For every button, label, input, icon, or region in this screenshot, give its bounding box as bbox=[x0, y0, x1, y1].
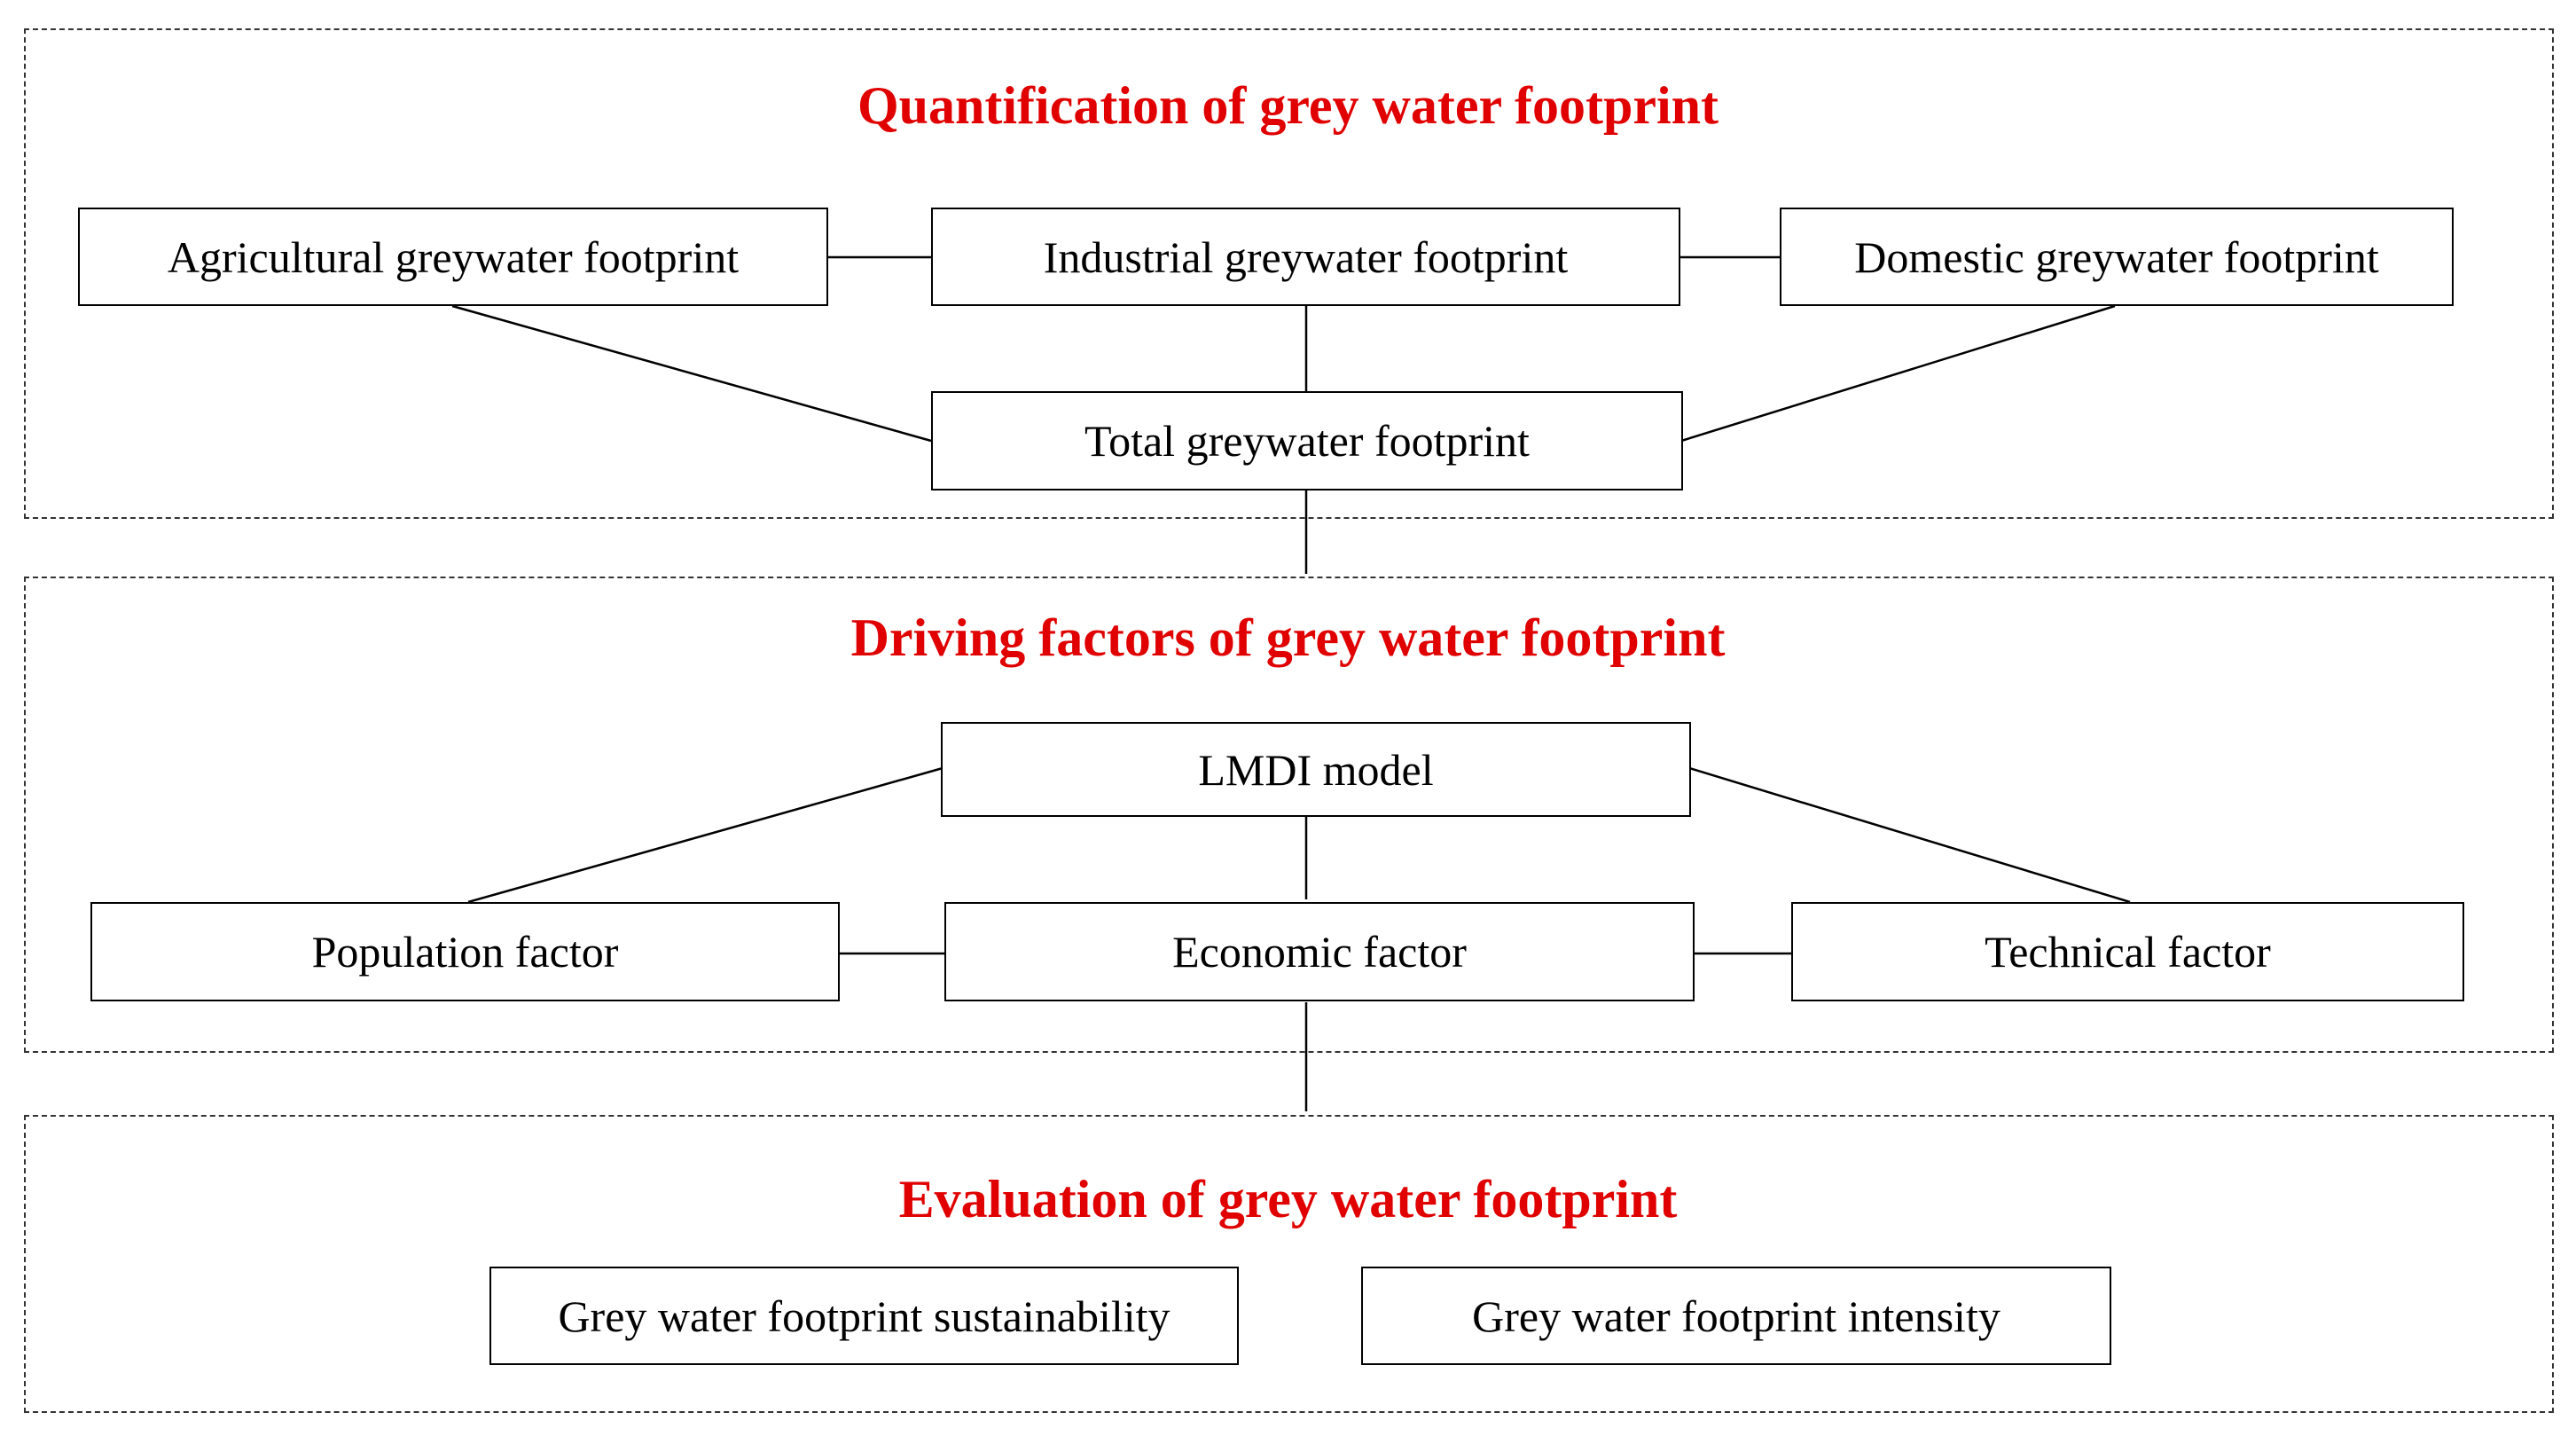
population-factor-box: Population factor bbox=[90, 902, 840, 1001]
driving-factors-title: Driving factors of grey water footprint bbox=[850, 608, 1726, 667]
link-domestic-total bbox=[1680, 304, 2116, 443]
link-agricultural-total bbox=[451, 304, 932, 443]
link-lmdi-technical bbox=[1688, 766, 2131, 904]
industrial-greywater-footprint-box: Industrial greywater footprint bbox=[931, 208, 1680, 306]
lmdi-model-box: LMDI model bbox=[941, 722, 1691, 817]
grey-water-footprint-intensity-box: Grey water footprint intensity bbox=[1361, 1267, 2111, 1365]
economic-factor-box: Economic factor bbox=[944, 902, 1695, 1001]
grey-water-footprint-sustainability-box: Grey water footprint sustainability bbox=[489, 1267, 1239, 1365]
driving-factors-section bbox=[24, 577, 2554, 1053]
technical-factor-box: Technical factor bbox=[1791, 902, 2464, 1001]
link-lmdi-population bbox=[467, 766, 943, 904]
quantification-section bbox=[24, 28, 2554, 519]
quantification-title: Quantification of grey water footprint bbox=[857, 76, 1719, 135]
total-greywater-footprint-box: Total greywater footprint bbox=[931, 391, 1683, 490]
domestic-greywater-footprint-box: Domestic greywater footprint bbox=[1780, 208, 2454, 306]
evaluation-section bbox=[24, 1115, 2554, 1413]
agricultural-greywater-footprint-box: Agricultural greywater footprint bbox=[78, 208, 828, 306]
evaluation-title: Evaluation of grey water footprint bbox=[898, 1170, 1678, 1228]
